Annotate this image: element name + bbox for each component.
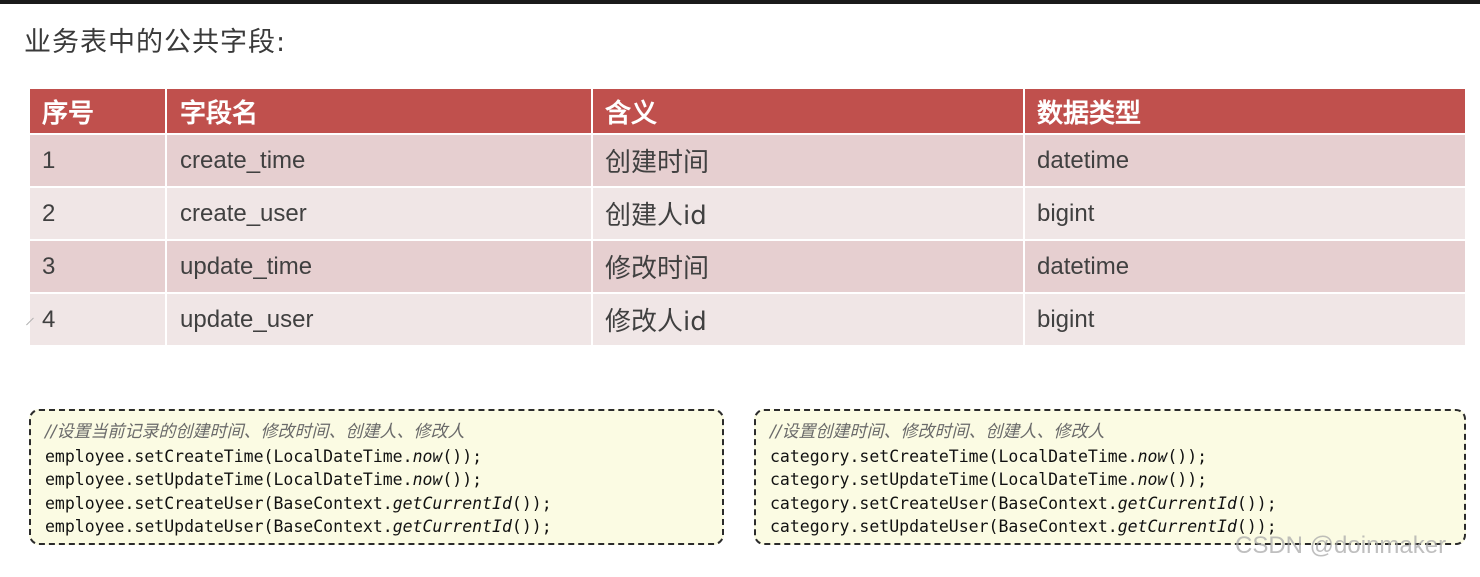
row-seq: 2	[30, 188, 167, 239]
table-row: 1 create_time 创建时间 datetime	[30, 133, 1465, 186]
table-header-row: 序号 字段名 含义 数据类型	[30, 89, 1465, 133]
code-comment: //设置创建时间、修改时间、创建人、修改人	[770, 422, 1105, 442]
table-row: 3 update_time 修改时间 datetime	[30, 239, 1465, 292]
code-line: employee.setUpdateTime(LocalDateTime.now…	[45, 470, 483, 489]
row-type: datetime	[1037, 146, 1130, 174]
header-meaning: 含义	[593, 89, 1025, 133]
category-code-box: //设置创建时间、修改时间、创建人、修改人 category.setCreate…	[754, 409, 1466, 545]
row-field: create_time	[167, 135, 593, 186]
watermark: CSDN @doinmaker	[1235, 532, 1447, 559]
row-meaning: 修改人id	[593, 294, 1025, 345]
code-line: employee.setUpdateUser(BaseContext.getCu…	[45, 517, 552, 536]
row-seq: 3	[30, 241, 167, 292]
table-row: 4 update_user 修改人id bigint	[30, 292, 1465, 345]
code-line: employee.setCreateTime(LocalDateTime.now…	[45, 446, 483, 466]
code-line: category.setUpdateUser(BaseContext.getCu…	[770, 517, 1277, 536]
header-seq: 序号	[30, 89, 167, 133]
row-meaning: 创建人id	[593, 188, 1025, 239]
header-data-type: 数据类型	[1037, 98, 1142, 129]
code-line: employee.setCreateUser(BaseContext.getCu…	[45, 493, 552, 513]
row-type: bigint	[1037, 305, 1095, 333]
employee-code-box: //设置当前记录的创建时间、修改时间、创建人、修改人 employee.setC…	[29, 409, 724, 545]
page-title: 业务表中的公共字段:	[24, 27, 287, 58]
row-field: create_user	[167, 188, 593, 239]
row-type: datetime	[1037, 252, 1130, 280]
code-line: category.setCreateUser(BaseContext.getCu…	[770, 493, 1277, 513]
row-meaning: 创建时间	[593, 135, 1025, 186]
top-border	[0, 0, 1480, 4]
row-meaning: 修改时间	[593, 241, 1025, 292]
table-row: 2 create_user 创建人id bigint	[30, 186, 1465, 239]
common-fields-table: 序号 字段名 含义 数据类型 1 create_time 创建时间 dateti…	[30, 89, 1465, 345]
row-field: update_time	[167, 241, 593, 292]
row-seq: 4	[30, 294, 167, 345]
row-type: bigint	[1037, 199, 1095, 227]
row-field: update_user	[167, 294, 593, 345]
row-seq: 1	[30, 135, 167, 186]
code-line: category.setUpdateTime(LocalDateTime.now…	[770, 470, 1208, 489]
header-field-name: 字段名	[167, 89, 593, 133]
code-comment: //设置当前记录的创建时间、修改时间、创建人、修改人	[45, 422, 465, 442]
code-line: category.setCreateTime(LocalDateTime.now…	[770, 446, 1208, 466]
